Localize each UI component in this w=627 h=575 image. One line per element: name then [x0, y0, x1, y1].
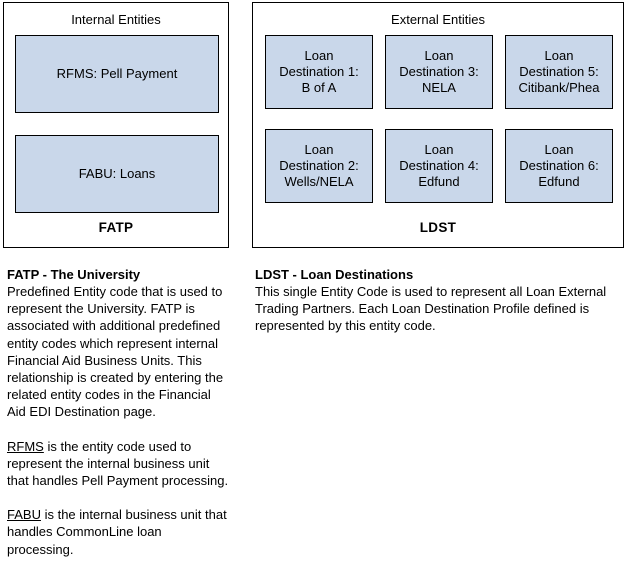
entity-box-loan-destination-6[interactable]: Loan Destination 6: Edfund	[505, 129, 613, 203]
entity-box-label: Loan Destination 6: Edfund	[519, 142, 599, 189]
fabu-term-rest: is the internal business unit that handl…	[7, 507, 227, 557]
entity-box-loan-destination-3[interactable]: Loan Destination 3: NELA	[385, 35, 493, 109]
fabu-description-paragraph: FABU is the internal business unit that …	[7, 506, 229, 558]
fatp-description-column: FATP - The University Predefined Entity …	[7, 266, 229, 558]
fatp-description-paragraph: Predefined Entity code that is used to r…	[7, 284, 224, 420]
internal-entities-title: Internal Entities	[71, 12, 161, 27]
internal-entities-panel: Internal Entities RFMS: Pell Payment FAB…	[3, 2, 229, 248]
entity-box-loan-destination-2[interactable]: Loan Destination 2: Wells/NELA	[265, 129, 373, 203]
external-entities-panel: External Entities Loan Destination 1: B …	[252, 2, 624, 248]
ldst-description-heading: LDST - Loan Destinations	[255, 267, 414, 282]
fatp-description-heading: FATP - The University	[7, 267, 141, 282]
entity-box-label: FABU: Loans	[78, 166, 156, 181]
internal-entities-footer-code: FATP	[98, 220, 134, 235]
entity-box-loan-destination-1[interactable]: Loan Destination 1: B of A	[265, 35, 373, 109]
ldst-description-paragraph: This single Entity Code is used to repre…	[255, 284, 607, 334]
entity-box-label: Loan Destination 2: Wells/NELA	[279, 142, 359, 189]
rfms-term: RFMS	[7, 438, 44, 454]
entity-box-rfms[interactable]: RFMS: Pell Payment	[15, 35, 219, 113]
fabu-term: FABU	[7, 507, 41, 523]
entity-diagram: Internal Entities RFMS: Pell Payment FAB…	[0, 0, 627, 252]
external-entities-footer-code: LDST	[419, 220, 457, 235]
external-entity-box-grid: Loan Destination 1: B of A Loan Destinat…	[265, 35, 613, 203]
entity-box-label: Loan Destination 1: B of A	[279, 48, 359, 95]
rfms-term-rest: is the entity code used to represent the…	[7, 438, 229, 489]
entity-box-label: RFMS: Pell Payment	[56, 66, 178, 81]
ldst-description-column: LDST - Loan Destinations This single Ent…	[255, 266, 623, 335]
internal-entity-box-list: RFMS: Pell Payment FABU: Loans	[15, 35, 219, 213]
entity-box-loan-destination-5[interactable]: Loan Destination 5: Citibank/Phea	[505, 35, 613, 109]
rfms-description-paragraph: RFMS is the entity code used to represen…	[7, 438, 229, 490]
entity-box-label: Loan Destination 3: NELA	[399, 48, 479, 95]
external-entities-title: External Entities	[391, 12, 485, 27]
entity-box-label: Loan Destination 4: Edfund	[399, 142, 479, 189]
entity-box-loan-destination-4[interactable]: Loan Destination 4: Edfund	[385, 129, 493, 203]
entity-box-label: Loan Destination 5: Citibank/Phea	[518, 48, 600, 95]
entity-box-fabu[interactable]: FABU: Loans	[15, 135, 219, 213]
